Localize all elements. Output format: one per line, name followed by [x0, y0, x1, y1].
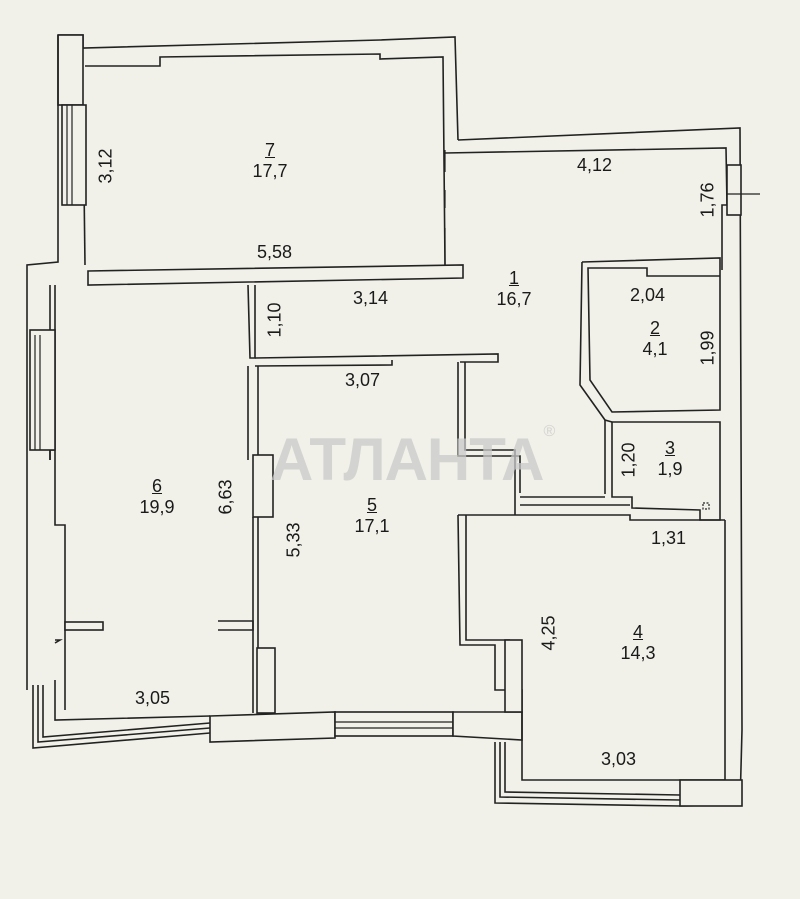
room-4-label: 4 14,3 — [620, 622, 655, 664]
room-area: 19,9 — [139, 497, 175, 517]
dim-hall-right-height: 1,76 — [697, 182, 718, 218]
dim-room7-height: 3,12 — [95, 148, 116, 184]
dim-hall-top-width: 4,12 — [577, 155, 613, 175]
dim-corridor-width: 3,14 — [353, 288, 389, 308]
dim-room4-height: 4,25 — [538, 615, 559, 651]
dim-room4-width: 3,03 — [601, 749, 637, 769]
registered-mark: ® — [543, 423, 555, 440]
dim-room2-width: 2,04 — [630, 285, 666, 305]
room-1-label: 1 16,7 — [496, 268, 531, 310]
room-2-label: 2 4,1 — [642, 318, 667, 360]
room-number: 6 — [151, 476, 163, 496]
dim-corridor-height: 1,10 — [264, 302, 285, 338]
room-number: 1 — [508, 268, 520, 288]
dim-room6-height: 6,63 — [215, 479, 236, 515]
dim-room2-height: 1,99 — [697, 330, 718, 366]
room-area: 17,1 — [354, 516, 390, 536]
room-number: 7 — [264, 140, 276, 160]
dim-room3-height: 1,20 — [618, 442, 639, 478]
room-3-label: 3 1,9 — [657, 438, 682, 480]
room-area: 1,9 — [657, 459, 683, 479]
room-6-label: 6 19,9 — [139, 476, 174, 518]
room-7-walls — [26, 34, 459, 690]
room-area: 14,3 — [620, 643, 656, 663]
room-area: 16,7 — [496, 289, 532, 309]
room-number: 2 — [649, 318, 660, 338]
dim-room3-width: 1,31 — [651, 528, 687, 548]
room-area: 4,1 — [642, 339, 668, 359]
room-area: 17,7 — [252, 161, 288, 181]
room-number: 5 — [366, 495, 378, 515]
room-number: 3 — [664, 438, 675, 458]
room-7-label: 7 17,7 — [252, 140, 287, 182]
dim-room5-width: 3,07 — [345, 370, 381, 390]
room-number: 4 — [632, 622, 644, 642]
watermark-logo: АТЛАНТА® — [270, 423, 555, 494]
watermark-text: АТЛАНТА — [270, 426, 544, 493]
dim-room5-height: 5,33 — [283, 522, 304, 558]
room-5-label: 5 17,1 — [354, 495, 389, 537]
dim-room6-width: 3,05 — [135, 688, 171, 708]
dim-room7-width: 5,58 — [257, 242, 293, 262]
